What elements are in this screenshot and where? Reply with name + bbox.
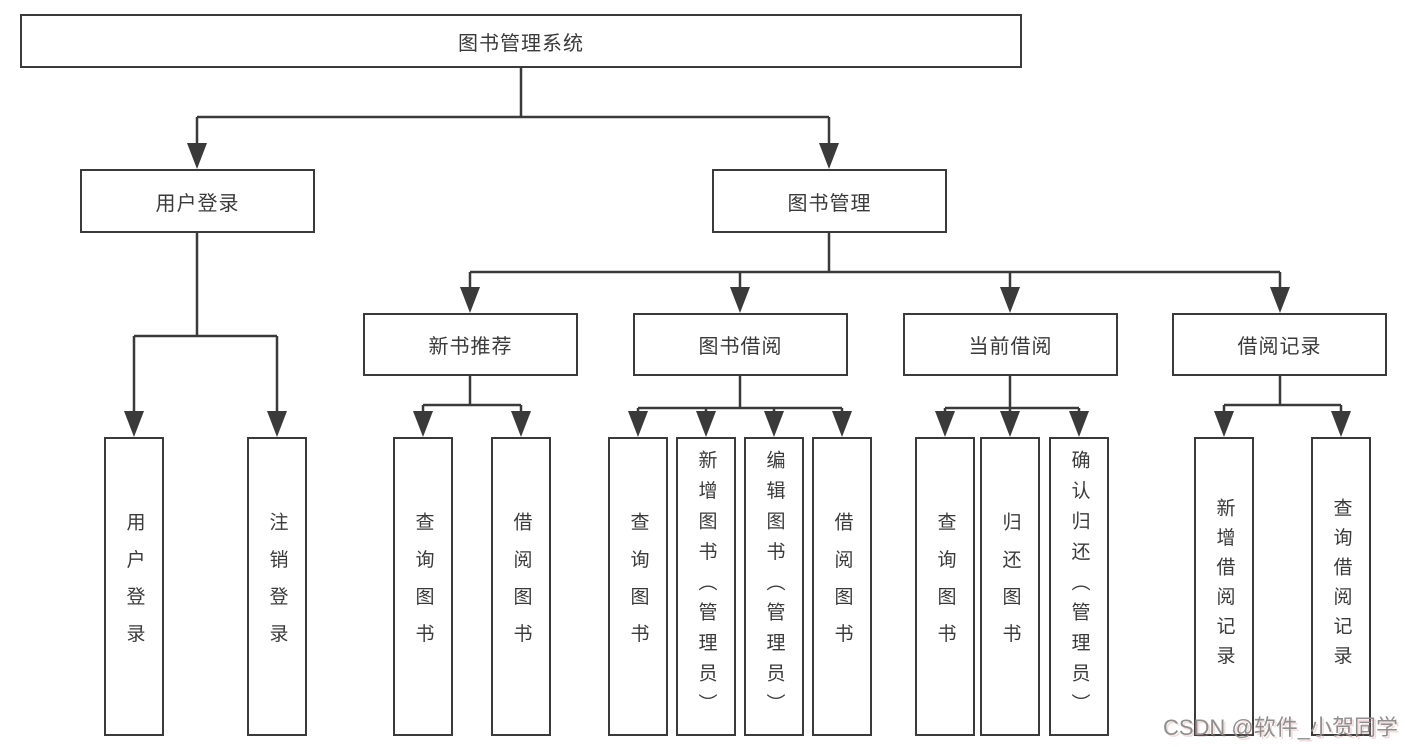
- leaf-label: 查询图书: [412, 512, 434, 661]
- leaf-label: 查询借阅记录: [1330, 498, 1352, 675]
- node-book-management: 图书管理: [712, 169, 947, 233]
- leaf-label: 注销登录: [266, 512, 288, 661]
- node-current-borrow: 当前借阅: [903, 313, 1118, 376]
- node-label: 图书管理: [787, 192, 872, 215]
- leaf-label: 借阅图书: [510, 512, 532, 661]
- leaf-label: 查询图书: [934, 512, 956, 661]
- node-book-borrow: 图书借阅: [633, 313, 848, 376]
- leaf-borrow-books-1: 借阅图书: [491, 437, 551, 736]
- leaf-edit-book-admin: 编辑图书（管理员）: [744, 437, 804, 736]
- node-library-management-system: 图书管理系统: [20, 14, 1022, 68]
- leaf-label: 编辑图书（管理员）: [763, 449, 785, 724]
- leaf-label: 用户登录: [123, 512, 145, 661]
- leaf-label: 新增借阅记录: [1213, 498, 1235, 675]
- leaf-add-borrow-record: 新增借阅记录: [1194, 437, 1254, 736]
- leaf-label: 借阅图书: [831, 512, 853, 661]
- leaf-label: 确认归还（管理员）: [1068, 449, 1090, 724]
- leaf-return-book: 归还图书: [980, 437, 1040, 736]
- leaf-query-books-3: 查询图书: [915, 437, 975, 736]
- node-borrow-records: 借阅记录: [1172, 313, 1387, 376]
- leaf-user-login: 用户登录: [104, 437, 164, 736]
- watermark: CSDN @软件_小贺同学: [1162, 715, 1398, 740]
- node-label: 当前借阅: [968, 336, 1053, 358]
- leaf-logout: 注销登录: [247, 437, 307, 736]
- node-label: 图书管理系统: [458, 32, 584, 55]
- node-new-book-recommend: 新书推荐: [363, 313, 578, 376]
- leaf-label: 新增图书（管理员）: [695, 449, 717, 724]
- leaf-label: 归还图书: [999, 512, 1021, 661]
- node-label: 借阅记录: [1237, 336, 1322, 358]
- node-label: 图书借阅: [698, 336, 783, 358]
- leaf-label: 查询图书: [627, 512, 649, 661]
- leaf-query-borrow-record: 查询借阅记录: [1311, 437, 1371, 736]
- node-user-login: 用户登录: [80, 169, 315, 233]
- leaf-query-books-2: 查询图书: [608, 437, 668, 736]
- leaf-query-books-1: 查询图书: [393, 437, 453, 736]
- node-label: 用户登录: [155, 192, 240, 215]
- leaf-add-book-admin: 新增图书（管理员）: [676, 437, 736, 736]
- leaf-borrow-books-2: 借阅图书: [812, 437, 872, 736]
- node-label: 新书推荐: [428, 336, 513, 358]
- leaf-confirm-return-admin: 确认归还（管理员）: [1049, 437, 1109, 736]
